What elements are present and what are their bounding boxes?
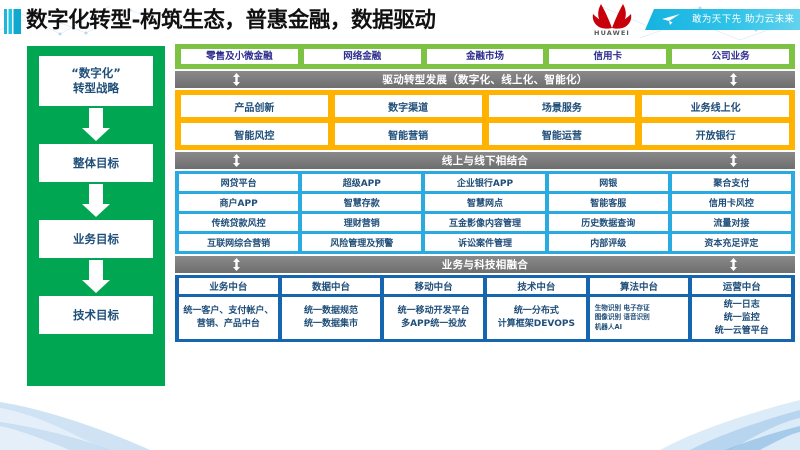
main-content: 零售及小微金融 网络金融 金融市场 信用卡 公司业务 驱动转型发展（数字化、线上…	[175, 44, 795, 342]
down-arrow-icon-3	[39, 258, 153, 296]
capability-cell[interactable]: 企业银行APP	[425, 174, 545, 191]
capability-cell[interactable]: 智能客服	[548, 194, 668, 211]
double-arrow-icon	[233, 154, 240, 167]
midend-title[interactable]: 移动中台	[384, 278, 484, 294]
drive-cell[interactable]: 场景服务	[488, 95, 636, 117]
capability-cell[interactable]: 诉讼案件管理	[425, 234, 545, 251]
strategy-sidebar: “数字化” 转型战略 整体目标 业务目标 技术目标	[27, 46, 165, 386]
capability-cell[interactable]: 网银	[548, 174, 668, 191]
capability-cell[interactable]: 商户APP	[179, 194, 299, 211]
capability-cell[interactable]: 内部评级	[548, 234, 668, 251]
midend-title[interactable]: 业务中台	[179, 278, 278, 294]
sidebar-item-technology-goal[interactable]: 技术目标	[39, 296, 153, 334]
drive-capability-block: 产品创新 数字渠道 场景服务 业务线上化 智能风控 智能营销 智能运营 开放银行	[175, 90, 795, 150]
business-line-cell[interactable]: 金融市场	[426, 49, 544, 64]
midend-column-operation: 运营中台 统一日志 统一监控 统一云管平台	[692, 278, 792, 339]
drive-cell[interactable]: 智能营销	[334, 123, 482, 145]
down-arrow-icon-1	[39, 106, 153, 144]
drive-cell[interactable]: 智能运营	[488, 123, 636, 145]
down-arrow-icon-2	[39, 182, 153, 220]
business-line-cell[interactable]: 信用卡	[549, 49, 667, 64]
title-accent-bar	[4, 9, 21, 34]
midend-title[interactable]: 算法中台	[589, 278, 689, 294]
capability-cell[interactable]: 聚合支付	[671, 174, 792, 191]
business-lines-row: 零售及小微金融 网络金融 金融市场 信用卡 公司业务	[175, 44, 795, 69]
capability-row-1: 网贷平台 超级APP 企业银行APP 网银 聚合支付	[179, 174, 792, 191]
midend-detail: 统一数据规范 统一数据集市	[281, 297, 381, 339]
capability-cell[interactable]: 超级APP	[302, 174, 422, 191]
drive-cell[interactable]: 业务线上化	[642, 95, 789, 117]
capability-cell[interactable]: 互联网综合营销	[179, 234, 299, 251]
business-line-cell[interactable]: 公司业务	[672, 49, 789, 64]
double-arrow-icon	[730, 73, 737, 86]
drive-cell[interactable]: 数字渠道	[334, 95, 482, 117]
band-label: 业务与科技相融合	[441, 259, 529, 271]
band-label: 线上与线下相结合	[441, 155, 529, 167]
capability-cell[interactable]: 智慧网点	[425, 194, 545, 211]
midend-detail: 统一分布式 计算框架DEVOPS	[487, 297, 586, 339]
midend-title[interactable]: 技术中台	[487, 278, 586, 294]
capability-cell[interactable]: 网贷平台	[179, 174, 299, 191]
midend-title[interactable]: 运营中台	[692, 278, 792, 294]
drive-cell[interactable]: 智能风控	[181, 123, 328, 145]
capability-cell[interactable]: 风险管理及预警	[302, 234, 422, 251]
drive-cell[interactable]: 开放银行	[642, 123, 789, 145]
drive-cell[interactable]: 产品创新	[181, 95, 328, 117]
band-online-offline: 线上与线下相结合	[175, 152, 795, 169]
huawei-logo: HUAWEI	[583, 2, 641, 38]
double-arrow-icon	[233, 73, 240, 86]
capability-cell[interactable]: 流量对接	[671, 214, 792, 231]
page-title: 数字化转型-构筑生态，普惠金融，数据驱动	[26, 8, 436, 33]
midend-column-data: 数据中台 统一数据规范 统一数据集市	[281, 278, 381, 339]
huawei-flower-icon	[592, 4, 632, 29]
band-business-tech-fusion: 业务与科技相融合	[175, 256, 795, 273]
midend-detail: 统一日志 统一监控 统一云管平台	[692, 297, 792, 339]
capability-row-3: 传统贷款风控 理财营销 互金影像内容管理 历史数据查询 流量对接	[179, 214, 792, 231]
drive-row-2: 智能风控 智能营销 智能运营 开放银行	[181, 123, 789, 145]
capability-cell[interactable]: 历史数据查询	[548, 214, 668, 231]
band-drive-transformation: 驱动转型发展（数字化、线上化、智能化）	[175, 71, 795, 88]
midend-detail: 统一移动开发平台 多APP统一投放	[384, 297, 484, 339]
huawei-tagline-text: 敢为天下先 助力云未来	[692, 14, 795, 25]
midend-title[interactable]: 数据中台	[281, 278, 381, 294]
capability-cell[interactable]: 互金影像内容管理	[425, 214, 545, 231]
capability-grid: 网贷平台 超级APP 企业银行APP 网银 聚合支付 商户APP 智慧存款 智慧…	[175, 171, 795, 254]
midend-detail: 生物识别 电子存证 图像识别 语音识别 机器人AI	[589, 297, 689, 339]
midend-column-mobile: 移动中台 统一移动开发平台 多APP统一投放	[384, 278, 484, 339]
double-arrow-icon	[233, 258, 240, 271]
capability-row-4: 互联网综合营销 风险管理及预警 诉讼案件管理 内部评级 资本充足评定	[179, 234, 792, 251]
capability-cell[interactable]: 资本充足评定	[671, 234, 792, 251]
huawei-tagline-banner: 敢为天下先 助力云未来	[645, 9, 800, 30]
business-line-cell[interactable]: 零售及小微金融	[181, 49, 298, 64]
paper-plane-icon	[662, 14, 680, 25]
midend-column-technology: 技术中台 统一分布式 计算框架DEVOPS	[487, 278, 586, 339]
sidebar-item-label-line2: 转型战略	[73, 81, 119, 95]
huawei-wordmark: HUAWEI	[594, 29, 630, 37]
capability-cell[interactable]: 智慧存款	[302, 194, 422, 211]
capability-cell[interactable]: 信用卡风控	[671, 194, 792, 211]
capability-cell[interactable]: 理财营销	[302, 214, 422, 231]
midend-platform-block: 业务中台 统一客户、支付帐户、营销、产品中台 数据中台 统一数据规范 统一数据集…	[175, 275, 795, 342]
capability-row-2: 商户APP 智慧存款 智慧网点 智能客服 信用卡风控	[179, 194, 792, 211]
sidebar-item-label-line1: “数字化”	[71, 66, 121, 80]
double-arrow-icon	[730, 258, 737, 271]
band-label: 驱动转型发展（数字化、线上化、智能化）	[382, 74, 588, 86]
midend-detail: 统一客户、支付帐户、营销、产品中台	[179, 297, 278, 339]
slide-header: 数字化转型-构筑生态，普惠金融，数据驱动 HUAWEI 敢为天下先 助力云未来	[0, 0, 800, 42]
slide-footer: DTEC Advanced Digital Technology 敢为天下先 助…	[0, 400, 800, 450]
footer-swoosh-decoration	[0, 400, 800, 450]
sidebar-item-overall-goal[interactable]: 整体目标	[39, 144, 153, 182]
midend-column-business: 业务中台 统一客户、支付帐户、营销、产品中台	[179, 278, 278, 339]
capability-cell[interactable]: 传统贷款风控	[179, 214, 299, 231]
drive-row-1: 产品创新 数字渠道 场景服务 业务线上化	[181, 95, 789, 117]
double-arrow-icon	[730, 154, 737, 167]
midend-column-algorithm: 算法中台 生物识别 电子存证 图像识别 语音识别 机器人AI	[589, 278, 689, 339]
business-line-cell[interactable]: 网络金融	[303, 49, 421, 64]
sidebar-item-business-goal[interactable]: 业务目标	[39, 220, 153, 258]
sidebar-item-digital-strategy[interactable]: “数字化” 转型战略	[39, 56, 153, 106]
